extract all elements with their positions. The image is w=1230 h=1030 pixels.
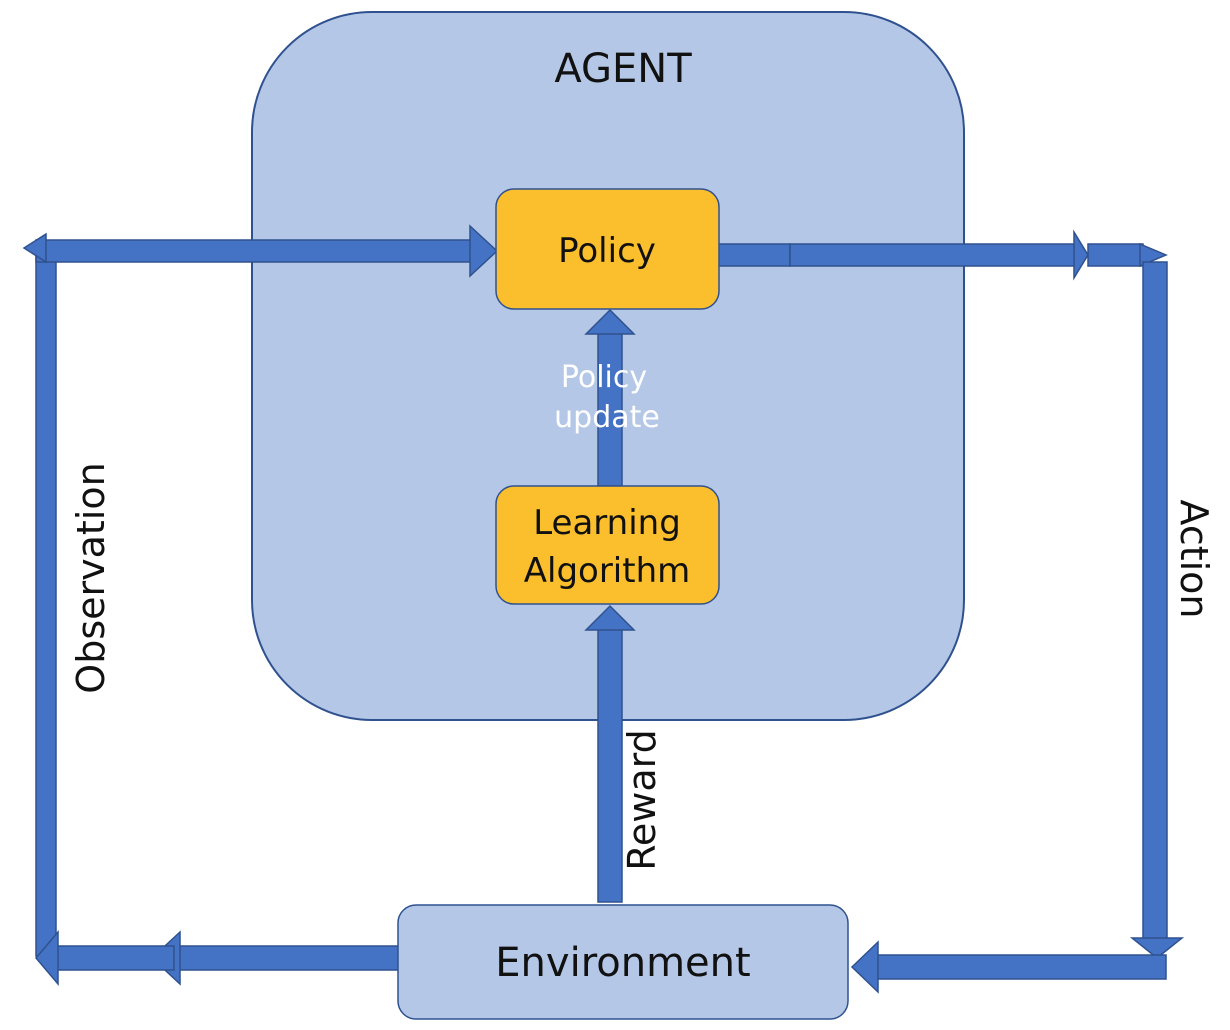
reward-label: Reward bbox=[620, 729, 664, 871]
environment-label: Environment bbox=[495, 940, 750, 986]
observation-label: Observation bbox=[69, 462, 113, 693]
action-arrow bbox=[717, 229, 1185, 994]
policy-node bbox=[495, 188, 720, 310]
environment-node bbox=[397, 904, 849, 1020]
policy-update-arrow bbox=[584, 308, 636, 487]
agent-title: AGENT bbox=[554, 46, 692, 92]
learning-algorithm-label-line2: Algorithm bbox=[524, 551, 691, 591]
reward-arrow bbox=[584, 604, 636, 903]
learning-algorithm-label-line1: Learning bbox=[533, 503, 681, 543]
policy-update-label-line1: Policy bbox=[561, 360, 647, 395]
action-label: Action bbox=[1172, 499, 1216, 618]
policy-label: Policy bbox=[558, 231, 656, 271]
observation-arrow bbox=[22, 224, 499, 987]
learning-algorithm-node bbox=[495, 485, 720, 605]
policy-update-label-line2: update bbox=[554, 400, 660, 435]
